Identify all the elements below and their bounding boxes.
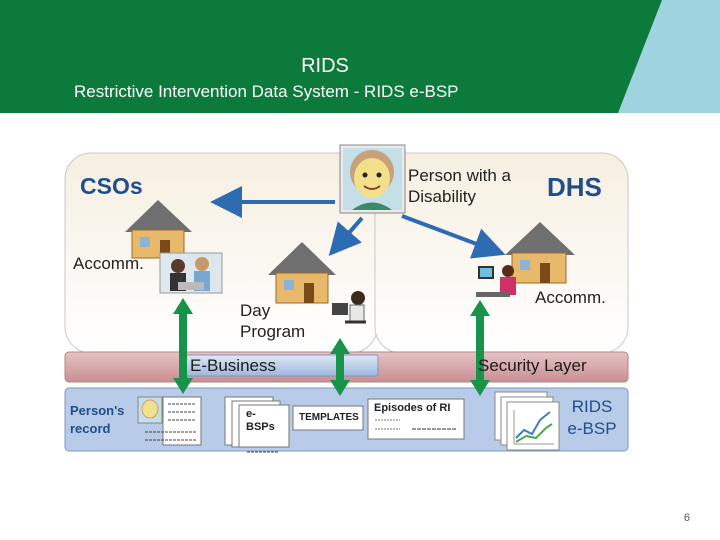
ebsps-documents — [224, 396, 290, 453]
person-with-disability-label: Person with a Disability — [408, 166, 511, 206]
rids-ebsp-label: RIDS e-BSP — [567, 397, 617, 438]
record-portrait-icon — [137, 396, 163, 424]
rids-chart-documents — [494, 391, 560, 451]
header-background — [0, 0, 720, 113]
csos-label: CSOs — [80, 173, 143, 199]
green-arrow-middle — [330, 338, 350, 396]
episodes-label: Episodes of RI — [374, 402, 451, 414]
green-arrow-right — [470, 300, 490, 396]
ebsps-label: e-BSPs — [246, 408, 275, 433]
ebusiness-label: E-Business — [190, 356, 276, 375]
dhs-accomm-label: Accomm. — [535, 288, 606, 307]
header-banner: RIDS Restrictive Intervention Data Syste… — [0, 0, 720, 113]
slide-subtitle: Restrictive Intervention Data System - R… — [74, 82, 459, 101]
house-dhs-accomm — [505, 222, 575, 284]
people-at-computer-icon — [159, 252, 223, 294]
security-layer-label: Security Layer — [478, 356, 587, 375]
persons-record-label: Person's record — [70, 403, 125, 436]
episodes-box — [367, 398, 465, 440]
templates-label: TEMPLATES — [299, 412, 359, 423]
house-day-program — [268, 242, 336, 304]
slide-title: RIDS — [301, 55, 349, 77]
green-arrow-left — [173, 298, 193, 394]
arrow-to-dhs-accomm — [401, 214, 506, 259]
dhs-worker-icon — [476, 265, 516, 297]
record-document — [145, 396, 202, 446]
day-program-label: Day Program — [240, 301, 306, 341]
csos-accomm-label: Accomm. — [73, 254, 144, 273]
arrow-to-day-program — [328, 216, 364, 257]
templates-box — [292, 405, 364, 431]
page-number: 6 — [683, 512, 690, 524]
dhs-label: DHS — [547, 172, 602, 202]
person-portrait — [339, 144, 406, 214]
day-program-worker-icon — [332, 291, 366, 324]
